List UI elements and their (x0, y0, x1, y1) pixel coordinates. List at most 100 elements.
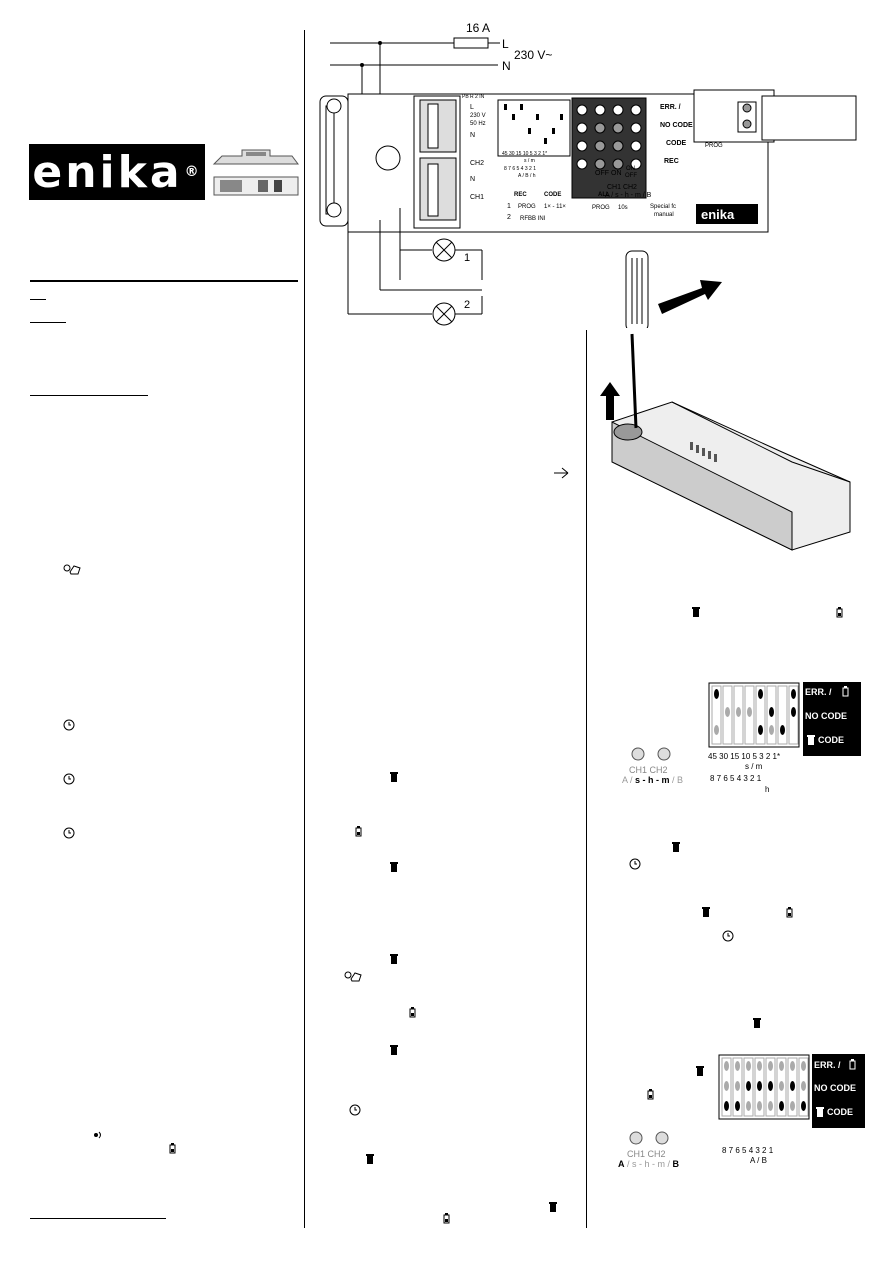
trash-icon (696, 1066, 704, 1076)
screwdriver-icon (625, 250, 649, 328)
fig2-bottom-row: 8 7 6 5 4 3 2 1 (722, 1146, 774, 1155)
neutral-label: N (502, 59, 511, 73)
column-divider-left (304, 30, 305, 1228)
clock-icon (63, 773, 75, 785)
fig1-modes-label: A / s - h - m / B (622, 775, 684, 785)
fig2-ch-label: CH1 CH2 (627, 1149, 666, 1159)
trash-icon (366, 1154, 374, 1164)
fig2-code-label: CODE (827, 1107, 854, 1117)
radio-icon (94, 1131, 101, 1139)
fig1-code-label: CODE (818, 735, 845, 745)
battery-icon (849, 1059, 856, 1070)
voltage-label: 230 V~ (514, 48, 553, 62)
module-brand: enika (701, 207, 735, 222)
terminal-L: L (470, 104, 474, 111)
fig1-ch-label: CH1 CH2 (629, 765, 668, 775)
step-2: 2 (507, 214, 511, 221)
battery-icon (786, 907, 793, 918)
battery-icon (355, 826, 362, 837)
special-label: Special fc (650, 204, 677, 210)
clock-icon (349, 1104, 361, 1116)
fig2-bottom-unit: A / B (750, 1156, 767, 1165)
button-on-label: ON (611, 170, 622, 177)
prog-right-label: PROG (705, 143, 723, 149)
line-label: L (502, 37, 509, 51)
product-top-view (213, 176, 299, 196)
code-label: CODE (544, 192, 562, 198)
fig1-bottom-row: 8 7 6 5 4 3 2 1 (710, 774, 762, 783)
ch-row-label: CH1 CH2 (607, 184, 637, 191)
trash-icon (807, 735, 815, 745)
short-underline-1 (30, 299, 46, 300)
fig1-nocode-label: NO CODE (805, 711, 848, 721)
led-err-label: ERR. / (660, 104, 681, 111)
battery-icon (842, 686, 849, 697)
fig2-nocode-label: NO CODE (814, 1083, 857, 1093)
prog2-label: PROG (592, 205, 610, 211)
hand-icon (63, 564, 81, 575)
lamp-1-label: 1 (464, 252, 471, 264)
button-onoff-label-2: OFF (625, 173, 637, 179)
footer-underline (30, 1218, 166, 1219)
button-off-label: OFF (595, 170, 609, 177)
rec-label: REC (514, 192, 527, 198)
trash-icon (390, 772, 398, 782)
battery-icon (836, 607, 843, 618)
dip-switch-figure-2 (718, 1054, 810, 1120)
hand-icon (344, 971, 362, 982)
clock-icon (629, 858, 641, 870)
trash-icon (390, 862, 398, 872)
dip-bottom-row: 8 7 6 5 4 3 2 1 (504, 166, 536, 172)
ch-leds-1 (631, 747, 671, 761)
rfbb-label: RFBB INI (520, 216, 546, 222)
heading-underline (30, 395, 148, 396)
trash-icon (390, 954, 398, 964)
dip-bottom-unit: A / B / h (518, 173, 536, 179)
step-1: 1 (507, 203, 511, 210)
fig1-bottom-unit: h (765, 785, 770, 794)
manual-label: manual (654, 212, 674, 218)
prog2-time-label: 10s (618, 205, 628, 211)
terminal-N2: N (470, 176, 476, 183)
short-underline-2 (30, 322, 66, 323)
pcb-label: PB R 2 IN (462, 94, 485, 100)
section-rule (30, 280, 298, 282)
battery-icon (409, 1007, 416, 1018)
clock-icon (63, 827, 75, 839)
fig1-err-label: ERR. / (805, 687, 832, 697)
fuse-label: 16 A (466, 21, 491, 35)
lamp-2-label: 2 (464, 299, 471, 311)
wiring-diagram (319, 37, 857, 328)
rating-line-1: 230 V (470, 113, 486, 119)
ch-leds-2 (629, 1131, 669, 1145)
dip-top-unit: s / m (524, 158, 535, 164)
battery-icon (647, 1089, 654, 1100)
dip-top-row: 45 30 15 10 5 3 2 1* (502, 151, 548, 157)
brand-logo: enika® (29, 144, 205, 200)
housing-illustration (600, 333, 851, 551)
all-label: ALL (598, 192, 610, 198)
product-side-view (212, 149, 299, 165)
battery-icon (169, 1143, 176, 1154)
trash-icon (390, 1045, 398, 1055)
dip-switch-figure-1 (708, 682, 800, 748)
fig1-top-row: 45 30 15 10 5 3 2 1* (708, 752, 781, 761)
terminal-N1: N (470, 132, 476, 139)
fig1-top-unit: s / m (745, 762, 763, 771)
clock-icon (63, 719, 75, 731)
prog-pulse-label: 1× - 11× (544, 204, 566, 210)
trash-icon (672, 842, 680, 852)
column-divider-right (586, 330, 587, 1228)
ch1-label: CH1 (470, 194, 485, 201)
trash-icon (816, 1107, 824, 1117)
ch-modes-label: A / s - h - m / B (605, 192, 652, 199)
clock-icon (722, 930, 734, 942)
trash-icon (549, 1202, 557, 1212)
trash-icon (702, 907, 710, 917)
ch2-label: CH2 (470, 160, 485, 167)
trash-icon (753, 1018, 761, 1028)
button-onoff-label-1: ON (626, 166, 635, 172)
rating-line-2: 50 Hz (470, 121, 486, 127)
battery-icon (443, 1213, 450, 1224)
fig2-err-label: ERR. / (814, 1060, 841, 1070)
